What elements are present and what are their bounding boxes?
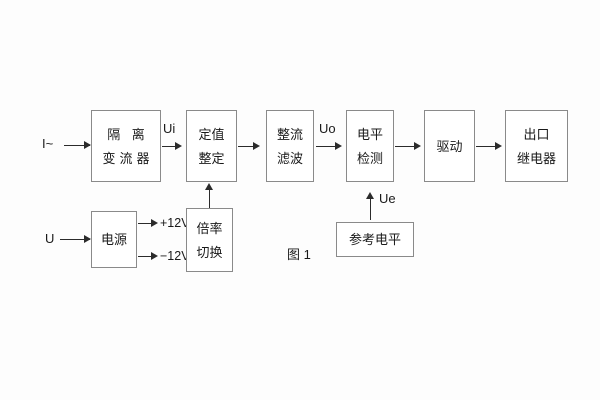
block-level-detection-line1: 电平 [356,126,383,142]
arrow-current-to-isolation-head [84,141,91,149]
arrow-isolation-to-setting-line [162,146,180,147]
ui-signal-label: Ui [163,121,176,136]
rail-negative-12v-head [151,252,158,260]
arrow-reference-to-level-line [370,198,371,220]
block-driver: 驱动 [424,110,475,182]
arrow-voltage-to-power-line [60,239,90,240]
rail-negative-12v-line [138,256,155,257]
arrow-level-to-driver-head [414,142,421,150]
block-setting-value-line1: 定值 [198,126,225,142]
rail-positive-12v-line [138,223,155,224]
block-isolation-transformer-line2: 变流器 [102,150,154,166]
block-level-detection: 电平 检测 [346,110,394,182]
block-level-detection-line2: 检测 [356,150,383,166]
ue-signal-label: Ue [379,191,396,206]
block-rectify-filter-line2: 滤波 [276,150,303,166]
block-isolation-transformer-line1: 隔 离 [107,126,149,142]
block-multiplier-switch-line1: 倍率 [196,220,223,236]
arrow-rectify-to-level-line [316,146,340,147]
voltage-input-label: U [45,231,55,246]
arrow-multiplier-to-setting-head [205,183,213,190]
supply-positive-label: +12V [160,216,190,230]
block-output-relay-line2: 继电器 [516,150,556,166]
block-rectify-filter-line1: 整流 [276,126,303,142]
arrow-reference-to-level-head [366,192,374,199]
arrow-current-to-isolation-line [64,145,90,146]
block-output-relay: 出口 继电器 [505,110,568,182]
arrow-voltage-to-power-head [84,235,91,243]
arrow-level-to-driver-line [395,146,419,147]
block-multiplier-switch-line2: 切换 [196,244,223,260]
arrow-isolation-to-setting-head [175,142,182,150]
figure-caption: 图 1 [287,247,311,262]
block-driver-line1: 驱动 [436,138,463,154]
arrow-driver-to-relay-line [476,146,500,147]
block-multiplier-switch: 倍率 切换 [186,208,233,272]
block-rectify-filter: 整流 滤波 [266,110,314,182]
block-output-relay-line1: 出口 [523,126,550,142]
arrow-setting-to-rectify-line [238,146,258,147]
uo-signal-label: Uo [319,121,336,136]
block-reference-level: 参考电平 [336,222,414,257]
block-reference-level-line1: 参考电平 [348,232,401,247]
arrow-setting-to-rectify-head [253,142,260,150]
arrow-driver-to-relay-head [495,142,502,150]
block-setting-value: 定值 整定 [186,110,237,182]
block-setting-value-line2: 整定 [198,150,225,166]
supply-negative-label: −12V [160,249,190,263]
block-isolation-transformer: 隔 离 变流器 [91,110,161,182]
arrow-multiplier-to-setting-line [209,190,210,208]
arrow-rectify-to-level-head [335,142,342,150]
block-power-supply-line1: 电源 [100,232,127,247]
block-power-supply: 电源 [91,211,137,268]
rail-positive-12v-head [151,219,158,227]
current-input-label: I~ [42,136,54,151]
